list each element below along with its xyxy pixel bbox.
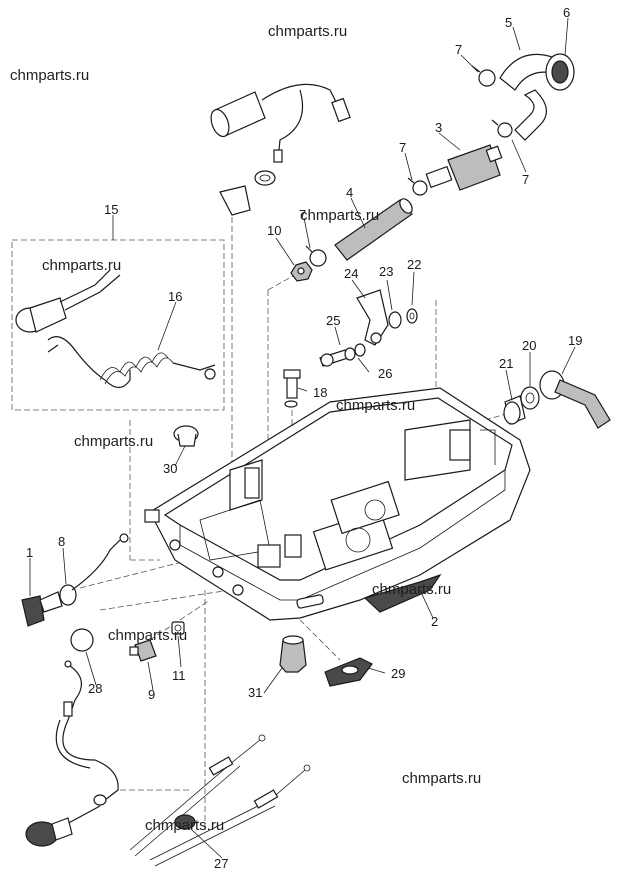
- part-label-7b: 7: [399, 140, 406, 155]
- bottom-cowling: [144, 387, 531, 621]
- part-label-2: 2: [431, 614, 438, 629]
- part-label-27: 27: [214, 856, 228, 871]
- part-label-1: 1: [26, 545, 33, 560]
- part-label-11: 11: [172, 668, 186, 683]
- part-label-8: 8: [58, 534, 65, 549]
- part-label-9: 9: [148, 687, 155, 702]
- part-label-24: 24: [344, 266, 358, 281]
- part-label-26: 26: [378, 366, 392, 381]
- part-label-16: 16: [168, 289, 182, 304]
- throttle-cable-27: [129, 734, 311, 867]
- part-label-6: 6: [563, 5, 570, 20]
- washer-23: [388, 311, 402, 329]
- part-label-22: 22: [407, 257, 421, 272]
- part-label-10: 10: [267, 223, 281, 238]
- bracket-24: [356, 289, 389, 346]
- bolt-18: [283, 369, 301, 408]
- water-check-valve-3: [425, 144, 503, 191]
- watermark: chmparts.ru: [42, 257, 121, 274]
- fitting-9: [129, 639, 157, 662]
- part-label-5: 5: [505, 15, 512, 30]
- bushing-21: [503, 395, 526, 425]
- nut-10: [290, 261, 313, 282]
- grommet-6: [545, 53, 575, 91]
- grommet-30: [173, 425, 199, 447]
- part-label-31: 31: [248, 685, 262, 700]
- part-label-18: 18: [313, 385, 327, 400]
- watermarks: chmparts.ru chmparts.ru chmparts.ru chmp…: [10, 23, 481, 834]
- part-label-28: 28: [88, 681, 102, 696]
- washer-20: [520, 386, 540, 410]
- part-label-20: 20: [522, 338, 536, 353]
- wire-harness: [25, 660, 119, 847]
- watermark: chmparts.ru: [402, 770, 481, 787]
- part-label-21: 21: [499, 356, 513, 371]
- leader-lines: [29, 17, 576, 859]
- part-label-7d: 7: [299, 207, 306, 222]
- part-label-7c: 7: [522, 172, 529, 187]
- watermark: chmparts.ru: [145, 817, 224, 834]
- watermark: chmparts.ru: [74, 433, 153, 450]
- tube-4: [334, 198, 413, 261]
- cable-8: [59, 533, 129, 606]
- fitting-11: [171, 621, 185, 635]
- watermark: chmparts.ru: [108, 627, 187, 644]
- part-label-15: 15: [104, 202, 118, 217]
- stop-switch-assembly: [210, 83, 351, 216]
- watermark: chmparts.ru: [336, 397, 415, 414]
- kill-switch-1: [21, 591, 63, 627]
- bolt-25: [319, 349, 349, 367]
- plug-28: [70, 628, 94, 652]
- part-labels: 1 2 3 4 5 6 7 7 7 7 7 8 9 10 11 15 16 18…: [26, 5, 582, 871]
- kill-switch-kit-15: [15, 269, 131, 389]
- washer-26: [344, 343, 366, 361]
- part-label-19: 19: [568, 333, 582, 348]
- watermark: chmparts.ru: [268, 23, 347, 40]
- part-label-25: 25: [326, 313, 340, 328]
- cover-29: [324, 657, 373, 687]
- part-label-23: 23: [379, 264, 393, 279]
- lanyard-coil-16: [47, 344, 216, 385]
- part-label-29: 29: [391, 666, 405, 681]
- part-label-4: 4: [346, 185, 353, 200]
- watermark: chmparts.ru: [372, 581, 451, 598]
- part-label-3: 3: [435, 120, 442, 135]
- watermark: chmparts.ru: [300, 207, 379, 224]
- part-label-30: 30: [163, 461, 177, 476]
- washer-22: [406, 308, 418, 324]
- watermark: chmparts.ru: [10, 67, 89, 84]
- kit-box-15: [11, 239, 225, 411]
- grommet-31: [279, 635, 307, 673]
- part-label-7a: 7: [455, 42, 462, 57]
- lever-19: [539, 370, 611, 429]
